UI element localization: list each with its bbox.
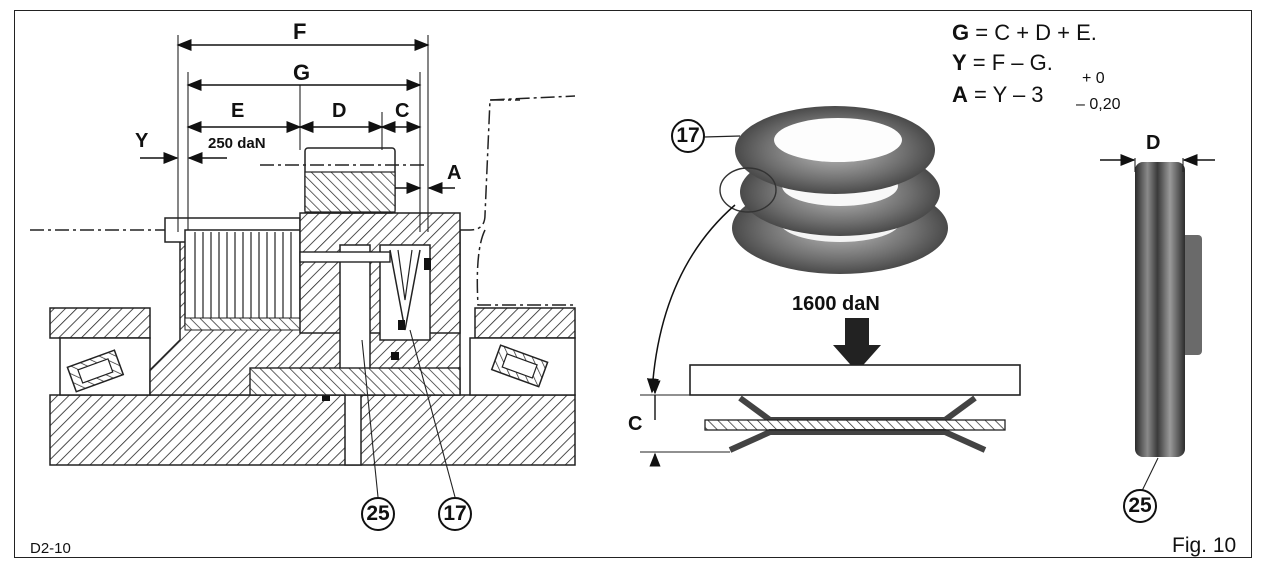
- dim-label-A: A: [447, 162, 462, 184]
- formula-y: Y = F – G.: [952, 50, 1053, 76]
- base-housing: [49, 394, 576, 466]
- ref-25-right: 25: [1123, 489, 1157, 523]
- dim-label-D-right: D: [1146, 132, 1161, 154]
- force-label-250: 250 daN: [208, 135, 266, 152]
- formula-g-rhs: = C + D + E.: [969, 20, 1097, 45]
- ref-17-left: 17: [438, 497, 472, 531]
- compression-detail: [640, 318, 1021, 467]
- dim-label-F: F: [293, 19, 307, 44]
- dim-label-C-detail: C: [628, 413, 643, 435]
- force-label-1600: 1600 daN: [792, 293, 880, 315]
- figure-frame: [14, 10, 1252, 558]
- tolerance-minus: – 0,20: [1076, 96, 1121, 113]
- formula-y-var: Y: [952, 50, 967, 75]
- dim-label-E: E: [231, 100, 245, 122]
- formula-a: A = Y – 3: [952, 82, 1044, 108]
- formula-y-rhs: = F – G.: [966, 50, 1053, 75]
- piston-disc-photo: [1100, 154, 1215, 496]
- formula-g: G = C + D + E.: [952, 20, 1097, 46]
- tolerance-plus: + 0: [1082, 70, 1105, 87]
- dim-label-Y: Y: [135, 130, 149, 152]
- formula-g-var: G: [952, 20, 970, 45]
- formula-a-var: A: [952, 82, 968, 107]
- drawing-code: D2-10: [30, 540, 71, 557]
- ref-17-photo: 17: [671, 119, 705, 153]
- right-bearing: [490, 344, 549, 388]
- dim-label-C: C: [395, 100, 410, 122]
- detail-arrow: [646, 204, 736, 394]
- left-bearing: [66, 349, 125, 393]
- figure-caption: Fig. 10: [1172, 534, 1237, 557]
- dim-label-G: G: [293, 60, 311, 85]
- spring-washer-photo: [703, 106, 948, 274]
- cross-section-assembly: [30, 35, 576, 498]
- ref-25-left: 25: [361, 497, 395, 531]
- formula-a-rhs: = Y – 3: [967, 82, 1044, 107]
- force-arrow: [833, 318, 881, 372]
- dim-label-D: D: [332, 100, 347, 122]
